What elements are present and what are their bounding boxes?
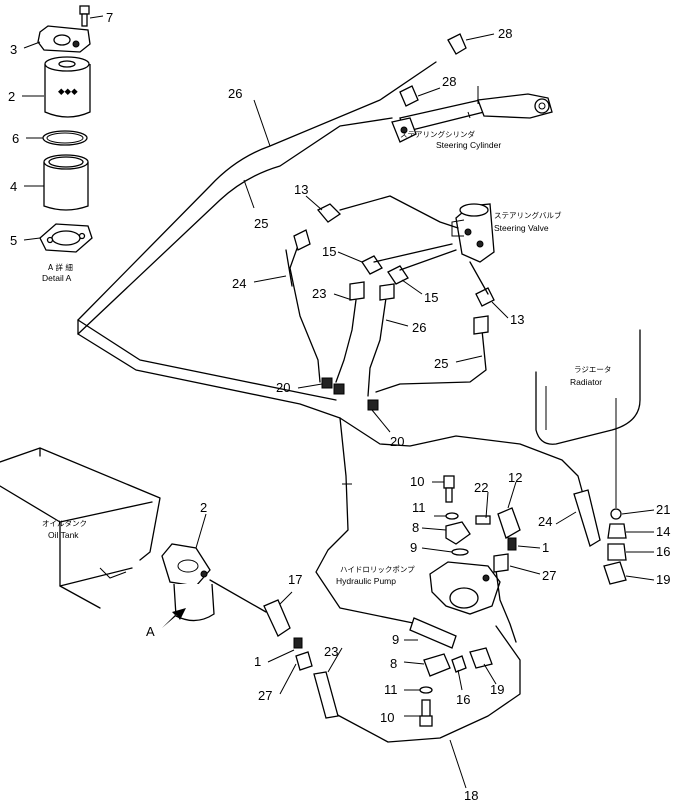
view-a-label: A: [146, 624, 155, 639]
callout-22: 22: [474, 480, 488, 495]
callout-2-tank: 2: [200, 500, 207, 515]
callout-2-detail: 2: [8, 89, 15, 104]
view-a-arrow: A: [146, 608, 186, 639]
elbow-13-upper-icon: [316, 203, 342, 223]
filter-case-4-icon: [43, 154, 89, 211]
callout-18: 18: [464, 788, 478, 801]
callout-8-lower: 8: [390, 656, 397, 671]
bolt-7-icon: [79, 5, 90, 27]
gasket-5-icon: [39, 223, 93, 253]
callout-23-upper: 23: [312, 286, 326, 301]
elbow-15-left-icon: [361, 255, 383, 275]
steering-cylinder-assembly: ステアリングシリンダ Steering Cylinder: [391, 33, 553, 150]
callout-15-left: 15: [322, 244, 336, 259]
filter-element-2-icon: ◆◆◆: [44, 56, 91, 118]
leader-lines: [195, 99, 655, 789]
oil-tank-outline: オイルタンク Oil Tank: [0, 447, 161, 609]
callout-6: 6: [12, 131, 19, 146]
oil-tank-jp-label: オイルタンク: [42, 519, 87, 528]
elbow-fitting-28-lower-icon: [399, 85, 419, 107]
callout-9-lower: 9: [392, 632, 399, 647]
hydraulic-pump-jp-label: ハイドロリックポンプ: [340, 565, 415, 574]
callout-16-lower: 16: [456, 692, 470, 707]
callout-24-lower: 24: [538, 514, 552, 529]
callout-16-right: 16: [656, 544, 670, 559]
radiator-jp-label: ラジエータ: [574, 365, 611, 374]
filter-head-3-icon: [37, 25, 91, 53]
callout-25-upper: 25: [254, 216, 268, 231]
callout-20-left: 20: [276, 380, 290, 395]
callout-17: 17: [288, 572, 302, 587]
callout-11-upper: 11: [412, 500, 426, 515]
pump-fittings-cluster: [293, 475, 521, 727]
callout-19-lower: 19: [490, 682, 504, 697]
steering-cylinder-jp-label: ステアリングシリンダ: [400, 129, 475, 139]
hydraulic-pump-en-label: Hydraulic Pump: [336, 576, 396, 586]
callout-13-upper: 13: [294, 182, 308, 197]
callout-3: 3: [10, 42, 17, 57]
callout-26-upper: 26: [228, 86, 242, 101]
callout-11-lower: 11: [384, 682, 398, 697]
piping-lines: [77, 61, 627, 743]
callout-14: 14: [656, 524, 670, 539]
callout-27-left: 27: [258, 688, 272, 703]
callout-24-upper: 24: [232, 276, 246, 291]
oil-tank-en-label: Oil Tank: [48, 530, 79, 540]
callout-23-lower: 23: [324, 644, 338, 659]
callout-5: 5: [10, 233, 17, 248]
elbow-13-lower-icon: [475, 287, 495, 307]
detail-a-jp-label: A 詳 細: [48, 262, 73, 272]
callout-8-upper: 8: [412, 520, 419, 535]
callout-4: 4: [10, 179, 17, 194]
callout-25-lower: 25: [434, 356, 448, 371]
elbow-fitting-28-upper-icon: [447, 33, 467, 55]
callout-7: 7: [106, 10, 113, 25]
steering-valve-assembly: ステアリングバルブ Steering Valve: [451, 203, 562, 263]
callout-20-right: 20: [390, 434, 404, 449]
hydraulic-pump-assembly: ハイドロリックポンプ Hydraulic Pump: [336, 561, 501, 615]
callout-1-right: 1: [542, 540, 549, 555]
steering-valve-jp-label: ステアリングバルブ: [494, 210, 562, 220]
callout-9-upper: 9: [410, 540, 417, 555]
callout-12: 12: [508, 470, 522, 485]
callout-numbers: 7 3 2 6 4 5 28 28 26 25 13 24 15 15 23 2…: [8, 10, 670, 801]
callout-19-right: 19: [656, 572, 670, 587]
callout-28-upper: 28: [498, 26, 512, 41]
radiator-en-label: Radiator: [570, 377, 602, 387]
callout-10-upper: 10: [410, 474, 424, 489]
svg-text:◆◆◆: ◆◆◆: [58, 86, 78, 96]
callout-1-left: 1: [254, 654, 261, 669]
callout-27-right: 27: [542, 568, 556, 583]
callout-28-lower: 28: [442, 74, 456, 89]
callout-15-right: 15: [424, 290, 438, 305]
tank-filter-2-icon: [161, 543, 215, 622]
callout-13-lower: 13: [510, 312, 524, 327]
steering-cylinder-en-label: Steering Cylinder: [436, 140, 501, 150]
callout-26-lower: 26: [412, 320, 426, 335]
radiator-outline: ラジエータ Radiator: [535, 329, 641, 445]
elbow-15-right-icon: [387, 265, 409, 285]
detail-a-en-label: Detail A: [42, 273, 72, 283]
steering-valve-en-label: Steering Valve: [494, 223, 549, 233]
callout-10-lower: 10: [380, 710, 394, 725]
callout-21: 21: [656, 502, 670, 517]
detail-a-filter-assembly: ◆◆◆ A 詳 細 Detail A: [22, 5, 104, 283]
